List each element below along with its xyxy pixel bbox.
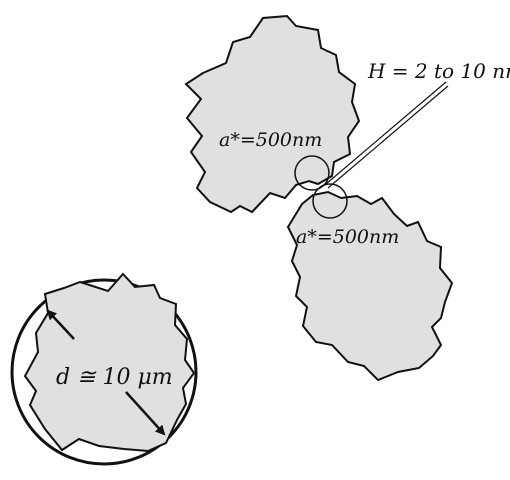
separation-leader-line-a xyxy=(325,81,447,185)
diameter-arrow-upper xyxy=(46,309,75,340)
lower-asperity-label: a*=500nm xyxy=(296,226,399,248)
upper-asperity-circle xyxy=(294,155,330,191)
lower-particle xyxy=(286,190,454,382)
upper-asperity-label: a*=500nm xyxy=(219,129,322,151)
bounding-circle xyxy=(10,278,198,466)
upper-particle xyxy=(184,14,361,214)
separation-label: H = 2 to 10 nm xyxy=(367,59,510,83)
diameter-arrow-lower xyxy=(125,391,166,436)
diameter-label: d ≅ 10 μm xyxy=(56,365,173,390)
single-particle xyxy=(23,272,196,453)
separation-leader-line-b xyxy=(327,85,449,189)
lower-asperity-circle xyxy=(312,183,348,219)
